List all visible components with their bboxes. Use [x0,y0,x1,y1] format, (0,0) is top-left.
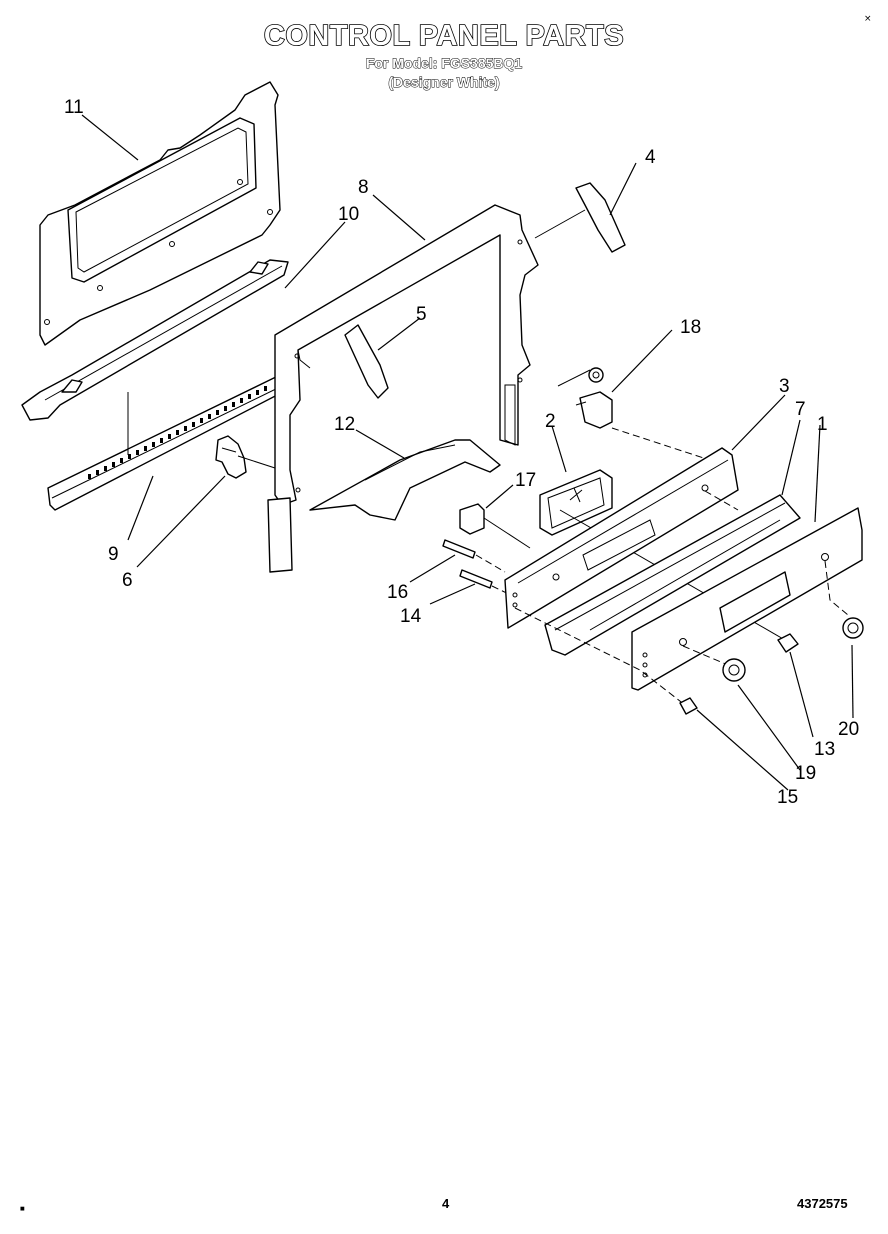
part-16-screw [442,539,506,573]
part-18-switch [557,367,726,466]
callout-10: 10 [338,204,359,225]
callout-8: 8 [358,177,369,198]
callout-1: 1 [817,414,828,435]
part-7-trim-channel [544,494,801,656]
callout-18: 18 [680,317,701,338]
callout-12: 12 [334,414,355,435]
part-17-connector [459,503,531,549]
callout-labels: 11 10 8 4 5 18 3 7 1 2 12 17 16 14 9 6 2… [64,97,859,808]
finish-line: (Designer White) [388,74,500,91]
part-6-bracket [215,435,276,479]
part-15-cap [679,697,698,715]
callout-13: 13 [814,739,835,760]
part-4-end-cap [534,182,626,253]
callout-9: 9 [108,544,119,565]
part-5-handle [344,324,389,399]
callout-4: 4 [645,147,656,168]
callout-17: 17 [515,470,536,491]
part-20-knob [842,617,864,639]
part-1-panel-face [514,507,863,706]
callout-7: 7 [795,399,806,420]
page-title: CONTROL PANEL PARTS [263,19,625,53]
part-11-rear-panel [39,81,281,346]
model-line: For Model: FGS385BQ1 [365,55,523,72]
corner-mark-bottom-left: ■ [20,1206,25,1212]
part-19-knob [722,658,746,682]
leader-lines [81,114,854,791]
part-10-front-rail [21,259,289,421]
page-number: 4 [442,1196,450,1211]
callout-11: 11 [64,97,84,118]
part-8-frame [267,204,539,573]
callout-19: 19 [795,763,816,784]
callout-3: 3 [779,376,790,397]
part-12-support-bracket [309,439,501,521]
corner-mark-top-right: × [864,14,872,24]
callout-14: 14 [400,606,422,627]
callout-5: 5 [416,304,427,325]
part-3-control-housing [504,447,739,629]
vent-slots [88,386,267,479]
callout-16: 16 [387,582,408,603]
callout-6: 6 [122,570,133,591]
part-9-vent-strip [47,374,286,511]
callout-2: 2 [545,411,556,432]
part-14-screw [459,569,516,598]
callout-15: 15 [777,787,798,808]
document-number: 4372575 [797,1196,848,1211]
callout-20: 20 [838,719,859,740]
part-13-cap [777,633,799,653]
